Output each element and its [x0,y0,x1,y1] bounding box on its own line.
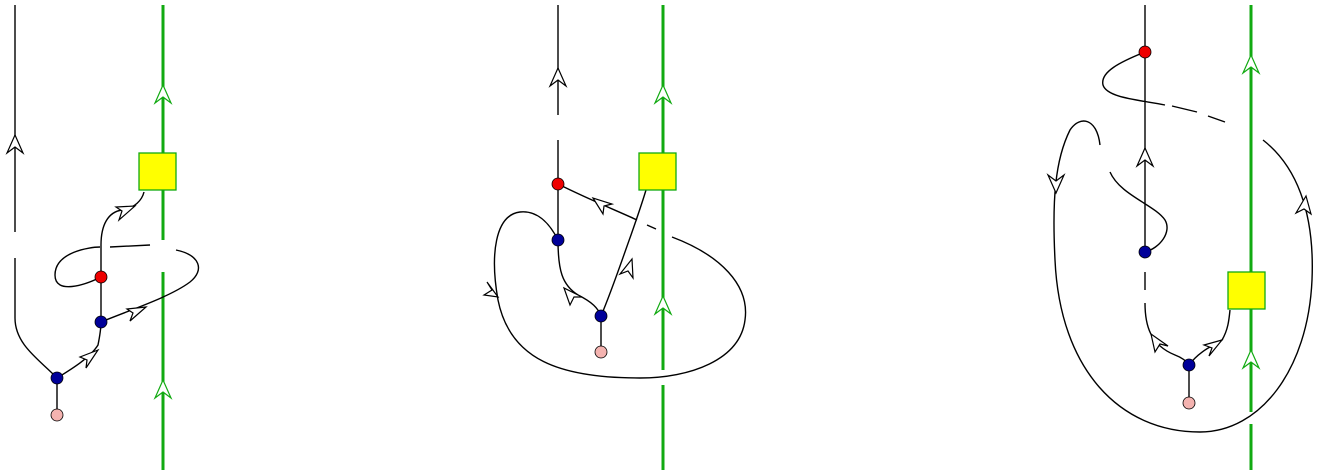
arrow-wire [1294,194,1313,216]
arrow-strand [153,83,173,105]
wire-loop [100,249,200,323]
node-pink [1182,396,1196,410]
node-blue [551,233,565,247]
node-blue [594,309,608,323]
arrow-wire [5,133,25,155]
node-blue [50,371,64,385]
wire-chain [1188,309,1231,366]
node-red [94,270,108,284]
arrow-strand [153,378,173,400]
coupon-box [1227,271,1266,310]
arrow-wire [114,205,137,222]
wire-loop [1207,115,1226,123]
arrow-wire [1046,173,1066,195]
wire-chain [557,239,602,317]
arrow-wire [618,257,634,281]
node-pink [594,345,608,359]
node-blue [94,315,108,329]
wire-loop [1102,51,1166,106]
wire-loop [54,246,102,288]
wire-loop [1053,120,1313,433]
wire-chain [56,321,102,379]
arrow-wire [1150,332,1169,354]
arrow-wire [1135,146,1155,168]
panel-right [1046,5,1313,470]
panel-left [5,5,200,470]
node-red [551,177,565,191]
arrow-wire [548,66,568,88]
arrow-strand [1241,53,1261,75]
arrow-wire [591,196,615,216]
wire-cross [646,224,657,230]
wire-loop [1171,105,1198,113]
arrow-strand [1241,348,1261,370]
panel-middle [482,5,747,470]
node-red [1138,45,1152,59]
arrow-strand [653,294,673,316]
arrow-wire [562,286,583,307]
arrow-wire [1202,338,1224,357]
wire-outer [14,258,58,379]
node-blue [1138,245,1152,259]
wire-twist [1109,171,1168,253]
wire-cross [493,211,747,379]
arrow-wire [482,281,500,298]
node-pink [50,408,64,422]
arrow-strand [653,83,673,105]
wire-chain [600,189,647,317]
wire-chain [100,191,145,277]
arrow-wire [125,306,148,322]
wire-loop [109,244,151,248]
coupon-box [638,152,677,191]
coupon-box [138,152,177,191]
node-blue [1182,358,1196,372]
arrow-wire [78,348,100,369]
